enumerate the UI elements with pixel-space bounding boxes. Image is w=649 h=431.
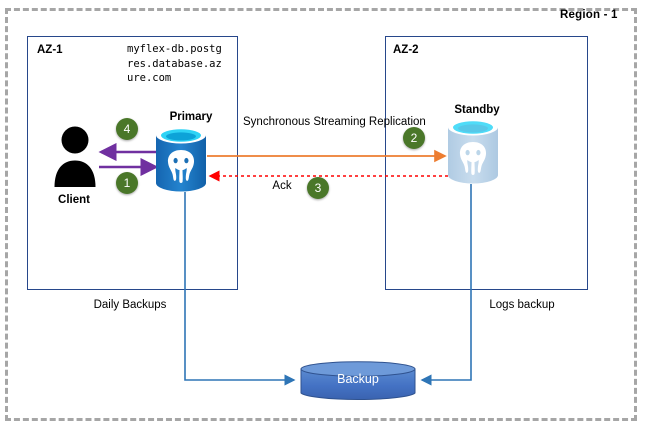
step-badge-4: 4 <box>116 118 138 140</box>
az2-label: AZ-2 <box>393 44 419 56</box>
storage-cylinder-icon-backup <box>300 361 416 401</box>
step-badge-1: 1 <box>116 172 138 194</box>
user-icon <box>54 126 96 187</box>
step-badge-3: 3 <box>307 177 329 199</box>
postgres-database-icon-standby <box>448 118 498 184</box>
server-hostname: myflex-db.postgres.database.azure.com <box>127 43 222 85</box>
primary-label: Primary <box>169 111 213 123</box>
postgres-database-icon-primary <box>156 126 206 192</box>
region-boundary <box>5 8 637 421</box>
standby-label: Standby <box>454 104 500 116</box>
step-badge-2: 2 <box>403 127 425 149</box>
ack-label: Ack <box>272 180 292 192</box>
client-label: Client <box>58 194 90 206</box>
az1-label: AZ-1 <box>37 44 63 56</box>
daily-backups-label: Daily Backups <box>93 299 167 311</box>
logs-backup-label: Logs backup <box>489 299 555 311</box>
replication-label: Synchronous Streaming Replication <box>243 116 426 128</box>
backup-label: Backup <box>337 372 379 386</box>
region-label: Region - 1 <box>560 9 618 21</box>
